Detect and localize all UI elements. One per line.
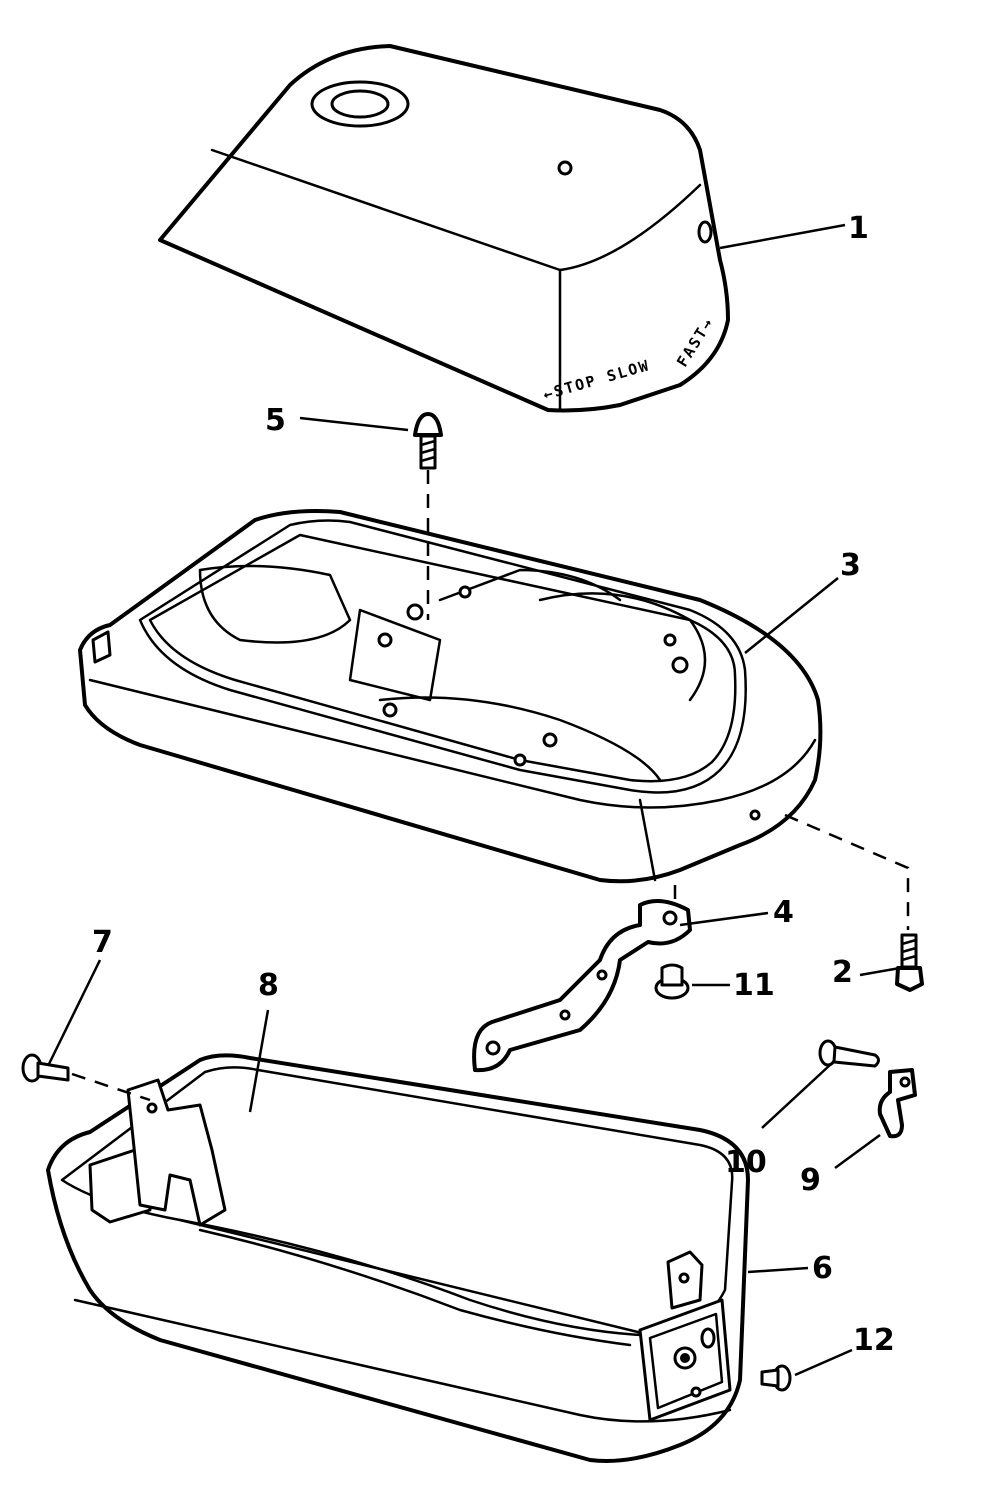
callout-1: 1 bbox=[848, 211, 869, 246]
part-4-bracket[interactable] bbox=[472, 899, 692, 1073]
callout-10: 10 bbox=[725, 1145, 767, 1180]
callout-11: 11 bbox=[733, 968, 775, 1003]
callout-2: 2 bbox=[832, 955, 853, 990]
callout-4: 4 bbox=[773, 895, 794, 930]
part-6-lower-pan[interactable] bbox=[46, 1053, 750, 1463]
callout-8: 8 bbox=[258, 968, 279, 1003]
callout-7: 7 bbox=[92, 925, 113, 960]
callout-numbers: 1 2 3 4 5 6 7 8 9 10 11 12 bbox=[92, 211, 895, 1358]
part-11-nut[interactable] bbox=[654, 963, 690, 1000]
callout-5: 5 bbox=[265, 403, 286, 438]
part-12-grommet[interactable] bbox=[760, 1364, 792, 1392]
part-10-pin[interactable] bbox=[818, 1039, 880, 1068]
callout-3: 3 bbox=[840, 548, 861, 583]
part-1-top-cowl[interactable]: ←STOP SLOW FAST→ bbox=[158, 44, 730, 413]
assembly-lines bbox=[71, 470, 910, 1102]
part-3-motor-tray[interactable] bbox=[78, 509, 823, 884]
part-5-screw[interactable] bbox=[413, 412, 443, 470]
leader-lines bbox=[46, 223, 901, 1377]
callout-12: 12 bbox=[853, 1323, 895, 1358]
part-2-bolt[interactable] bbox=[895, 933, 924, 992]
part-7-pin[interactable] bbox=[21, 1053, 70, 1083]
part-9-clip[interactable] bbox=[877, 1068, 917, 1139]
callout-9: 9 bbox=[800, 1163, 821, 1198]
callout-6: 6 bbox=[812, 1251, 833, 1286]
